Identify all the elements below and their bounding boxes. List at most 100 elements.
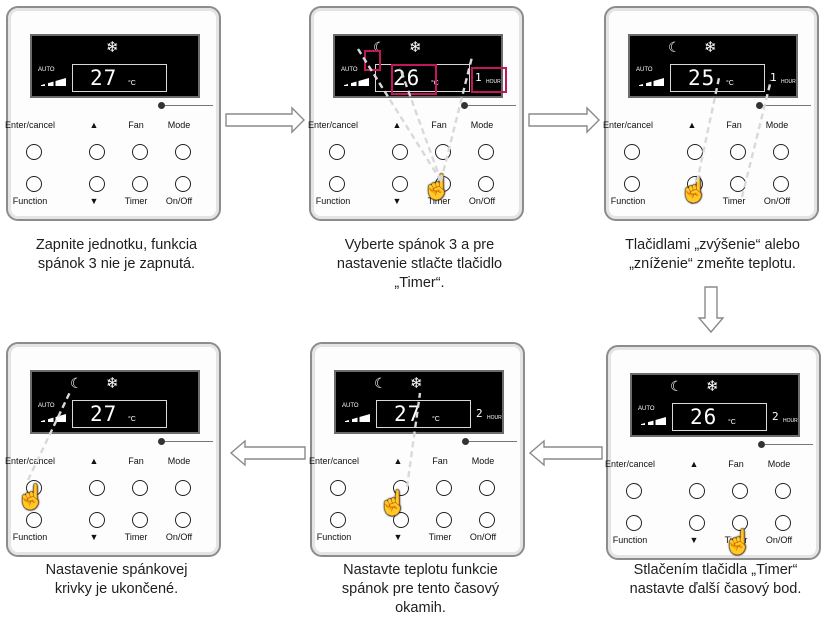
indicator-dot xyxy=(462,438,469,445)
enter-cancel-button[interactable] xyxy=(330,480,346,496)
enter-cancel-label: Enter/cancel xyxy=(308,120,359,130)
enter-cancel-button[interactable] xyxy=(329,144,345,160)
auto-mode-label: AUTO xyxy=(636,67,653,73)
function-button[interactable] xyxy=(330,512,346,528)
down-button[interactable] xyxy=(689,515,705,531)
auto-mode-label: AUTO xyxy=(341,67,358,73)
moon-icon: ☾ xyxy=(668,39,681,55)
pointer-line xyxy=(695,77,721,183)
signal-bars-icon xyxy=(38,414,66,422)
timer-label: Timer xyxy=(724,535,748,545)
function-button[interactable] xyxy=(26,176,42,192)
mode-button[interactable] xyxy=(175,480,191,496)
on-off-button[interactable] xyxy=(175,176,191,192)
lcd-divider xyxy=(376,400,377,428)
timer-button[interactable] xyxy=(132,512,148,528)
function-button[interactable] xyxy=(624,176,640,192)
moon-icon: ☾ xyxy=(374,375,387,391)
temperature-unit: °C xyxy=(128,416,136,423)
fan-button[interactable] xyxy=(132,480,148,496)
function-label: Function xyxy=(612,535,648,545)
timer-label: Timer xyxy=(428,532,452,542)
on-off-button[interactable] xyxy=(175,512,191,528)
caption-line: Nastavenie spánkovej xyxy=(45,562,188,578)
mode-button[interactable] xyxy=(175,144,191,160)
up-button[interactable] xyxy=(89,480,105,496)
indicator-dot xyxy=(758,441,765,448)
up-button[interactable] xyxy=(89,144,105,160)
down-button[interactable] xyxy=(89,176,105,192)
enter-cancel-button[interactable] xyxy=(26,480,42,496)
down-arrow-label: ▼ xyxy=(89,196,99,206)
fan-button[interactable] xyxy=(732,483,748,499)
timer-button[interactable] xyxy=(132,176,148,192)
up-arrow-label: ▲ xyxy=(393,456,403,466)
fan-button[interactable] xyxy=(132,144,148,160)
enter-cancel-button[interactable] xyxy=(624,144,640,160)
on-off-label: On/Off xyxy=(165,196,193,206)
mode-label: Mode xyxy=(167,456,191,466)
indicator-dot xyxy=(158,438,165,445)
enter-cancel-label: Enter/cancel xyxy=(309,456,360,466)
indicator-line xyxy=(469,441,517,442)
mode-button[interactable] xyxy=(478,144,494,160)
down-arrow-label: ▼ xyxy=(689,535,699,545)
hour-label: HOUR xyxy=(783,418,798,424)
fan-button[interactable] xyxy=(730,144,746,160)
up-button[interactable] xyxy=(393,480,409,496)
timer-button[interactable] xyxy=(732,515,748,531)
arrow-icon xyxy=(229,439,306,467)
fan-label: Fan xyxy=(432,456,448,466)
up-button[interactable] xyxy=(392,144,408,160)
caption-line: nastavenie stlačte tlačidlo xyxy=(336,256,503,272)
on-off-button[interactable] xyxy=(479,512,495,528)
mode-button[interactable] xyxy=(479,480,495,496)
up-arrow-label: ▲ xyxy=(687,120,697,130)
pointing-hand-icon: ☝ xyxy=(378,490,408,517)
auto-mode-label: AUTO xyxy=(38,67,55,73)
on-off-button[interactable] xyxy=(773,176,789,192)
function-button[interactable] xyxy=(26,512,42,528)
timer-label: Timer xyxy=(124,196,148,206)
up-arrow-label: ▲ xyxy=(89,456,99,466)
enter-cancel-button[interactable] xyxy=(626,483,642,499)
lcd-divider xyxy=(376,400,470,401)
lcd-divider xyxy=(470,400,471,428)
caption-line: „Timer“. xyxy=(394,275,445,291)
up-arrow-label: ▲ xyxy=(392,120,402,130)
caption-line: spánok 3 nie je zapnutá. xyxy=(37,256,196,272)
function-button[interactable] xyxy=(329,176,345,192)
down-button[interactable] xyxy=(687,176,703,192)
function-button[interactable] xyxy=(626,515,642,531)
hour-label: HOUR xyxy=(487,415,502,421)
selection-highlight xyxy=(391,64,437,95)
up-button[interactable] xyxy=(689,483,705,499)
down-button[interactable] xyxy=(393,512,409,528)
fan-label: Fan xyxy=(728,459,744,469)
up-arrow-label: ▲ xyxy=(89,120,99,130)
down-button[interactable] xyxy=(89,512,105,528)
pointing-hand-icon: ☝ xyxy=(422,174,452,201)
on-off-button[interactable] xyxy=(478,176,494,192)
down-arrow-label: ▼ xyxy=(687,196,697,206)
mode-button[interactable] xyxy=(773,144,789,160)
lcd-divider xyxy=(766,403,767,431)
caption-line: nastavte ďalší časový bod. xyxy=(629,581,802,597)
lcd-divider xyxy=(672,403,766,404)
enter-cancel-label: Enter/cancel xyxy=(5,456,56,466)
on-off-button[interactable] xyxy=(775,515,791,531)
mode-button[interactable] xyxy=(775,483,791,499)
fan-button[interactable] xyxy=(436,480,452,496)
temperature-unit: °C xyxy=(726,80,734,87)
timer-button[interactable] xyxy=(436,512,452,528)
enter-cancel-button[interactable] xyxy=(26,144,42,160)
mode-label: Mode xyxy=(765,120,789,130)
selection-highlight xyxy=(471,67,507,93)
down-button[interactable] xyxy=(392,176,408,192)
snowflake-icon: ❄ xyxy=(410,375,423,392)
pointer-line xyxy=(398,67,443,182)
